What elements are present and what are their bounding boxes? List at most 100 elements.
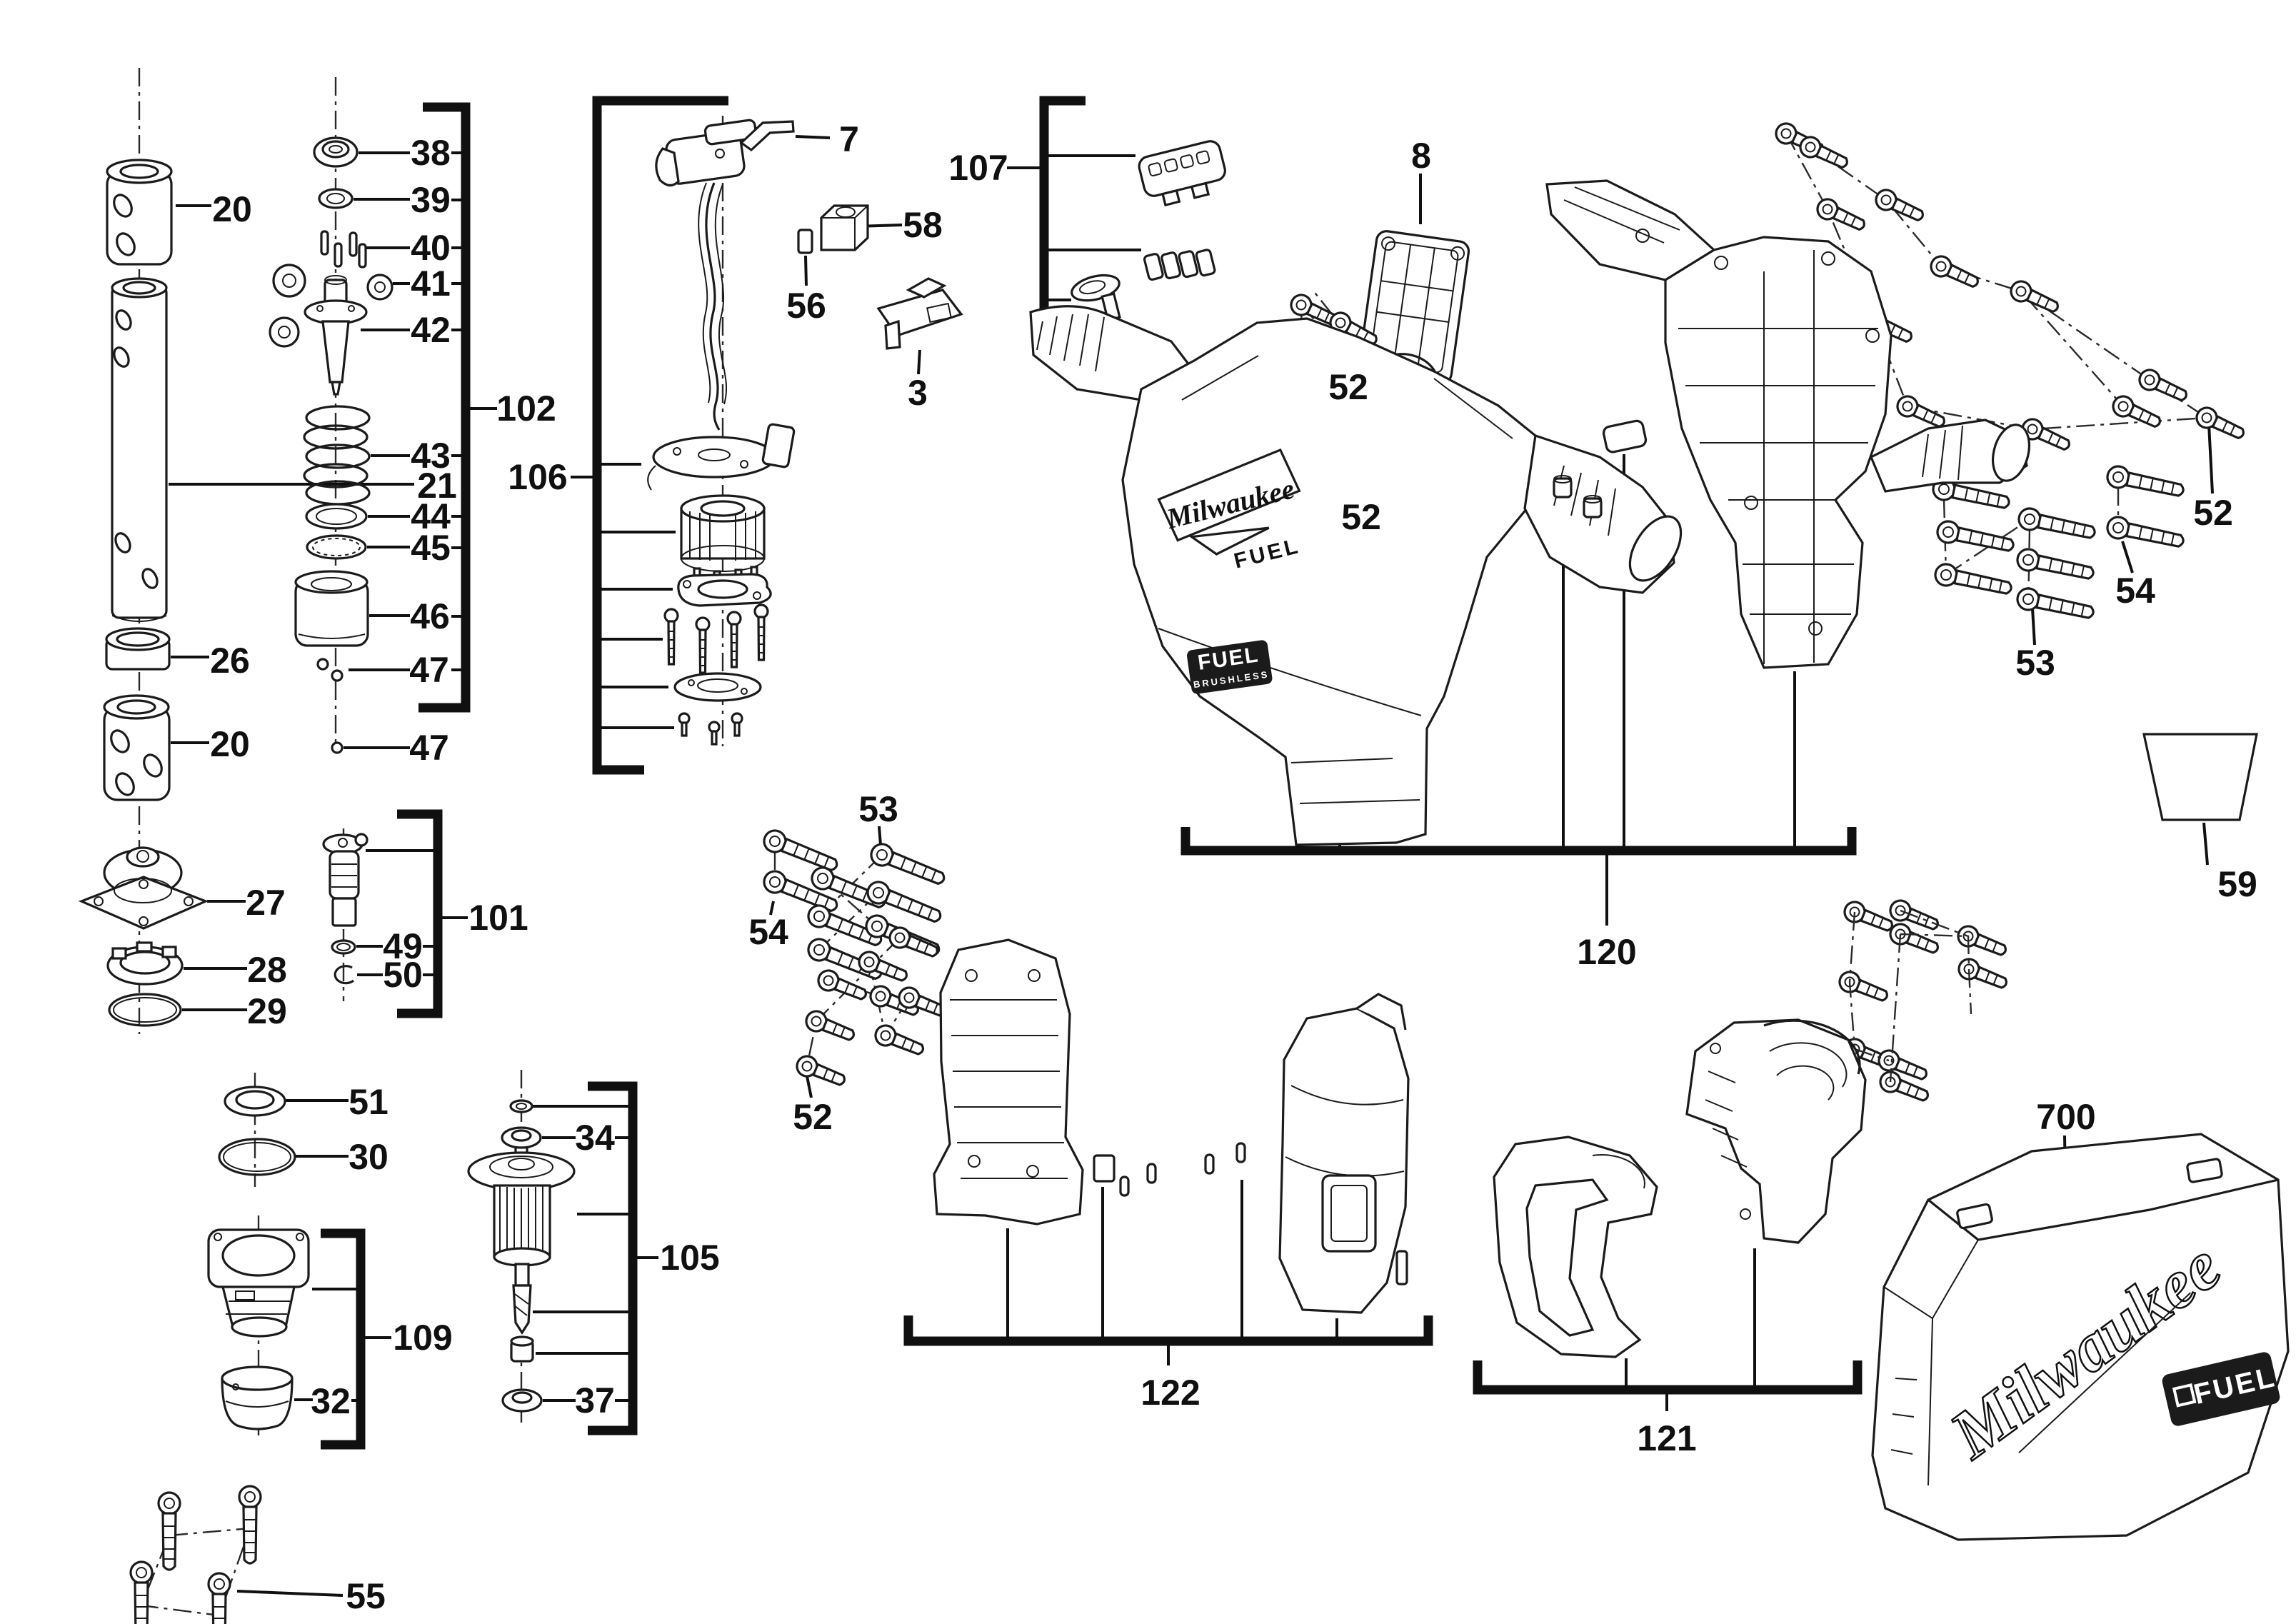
leader-lines [169,135,2214,1597]
part-106-small-screws [678,712,743,746]
part-label-53: 53 [2015,643,2055,683]
part-20-spool-lower [103,694,171,801]
part-label-54: 54 [748,912,788,952]
part-120-housing-inner-half [1545,179,2030,669]
part-59-rubber-boot [2142,733,2258,821]
part-121-clamp-right [1685,1018,1867,1244]
part-122-seal-block [1093,1154,1116,1183]
part-49-o-ring [331,939,356,955]
part-label-55: 55 [346,1576,386,1616]
part-122-battery-cover-right [1278,993,1410,1314]
part-label-49: 49 [383,926,423,966]
part-56-pad [797,229,813,254]
part-label-46: 46 [410,596,450,636]
part-28-castle-ring [106,941,184,986]
part-107-button-pad [1138,140,1226,207]
part-44-washer [305,503,368,530]
part-107-button-row [1143,249,1216,281]
part-label-53: 53 [858,789,898,829]
part-39-washer [318,188,354,209]
part-label-106: 106 [508,457,567,497]
part-122-battery-housing-left [933,938,1084,1225]
group-bracket-121 [1473,1248,1863,1411]
part-label-39: 39 [411,180,451,220]
part-label-44: 44 [411,496,451,536]
part-30-o-ring [218,1138,296,1176]
part-106-trigger-assembly [655,119,758,187]
part-21-cylinder-tube [111,277,168,622]
part-700-carrying-case: Milwaukee FUEL [1871,1133,2290,1541]
part-label-102: 102 [496,389,556,428]
part-38-bearing [313,136,359,168]
part-label-101: 101 [468,898,528,938]
part-47-ball-single [331,741,344,754]
part-label-54: 54 [2115,571,2155,611]
part-32-nose-cup [221,1365,294,1430]
part-label-109: 109 [393,1318,452,1358]
part-number-labels: 2021262027282951301093255383940414210243… [210,119,2257,1616]
part-106-end-plate [673,672,762,702]
part-107-indicator [1071,274,1121,322]
part-29-o-ring [108,993,182,1027]
part-label-8: 8 [1411,136,1431,176]
part-58-solenoid-block [820,204,869,251]
part-label-3: 3 [908,373,928,413]
part-54-screw-pair-right [2104,463,2187,553]
part-105-spacer [510,1335,534,1363]
part-label-58: 58 [903,205,943,245]
part-label-52: 52 [2193,493,2233,533]
part-label-42: 42 [411,310,451,350]
part-26-bushing-ring [105,627,171,671]
part-40-pins [320,230,367,269]
part-3-switch [876,277,963,350]
part-label-56: 56 [786,286,826,326]
group-bracket-122 [903,1180,1433,1365]
part-label-40: 40 [411,228,451,268]
part-50-retaining-ring [334,965,355,985]
part-42-spindle-carrier [304,275,368,396]
part-106-wire-harness [698,182,728,431]
part-120-small-plugs [1553,419,1648,518]
part-label-41: 41 [411,264,451,304]
group-bracket-106 [571,96,728,775]
part-41-planet-gears [269,264,393,348]
part-label-51: 51 [349,1082,388,1122]
part-46-cup [294,570,369,647]
part-label-27: 27 [246,883,286,923]
part-label-59: 59 [2217,864,2257,904]
part-label-52: 52 [793,1097,833,1137]
case-fuel-badge: FUEL [2162,1352,2280,1426]
part-43-spring [303,405,371,506]
part-label-20: 20 [210,724,250,764]
group-bracket-105 [533,1081,658,1435]
part-label-28: 28 [247,950,287,990]
group-bracket-102 [418,102,497,713]
part-label-45: 45 [411,528,451,568]
part-label-32: 32 [311,1381,351,1421]
part-47-balls-pair [316,658,344,682]
group-bracket-109 [312,1228,391,1450]
part-53-screw-group-right [1930,475,2098,625]
part-34-bearing [501,1126,542,1149]
part-label-50: 50 [383,955,423,995]
part-label-7: 7 [839,119,859,159]
part-label-30: 30 [349,1137,388,1177]
part-label-37: 37 [575,1380,615,1420]
part-label-47: 47 [409,650,449,690]
part-label-120: 120 [1577,932,1636,972]
part-109-front-housing [207,1228,310,1338]
part-label-47: 47 [409,728,449,768]
part-label-21: 21 [417,466,457,506]
part-122-pins [1119,1142,1246,1197]
part-45-ball-cage [306,534,367,560]
part-label-38: 38 [411,133,451,173]
part-37-bearing [501,1388,543,1413]
part-label-105: 105 [660,1238,719,1278]
group-bracket-101 [366,809,468,1018]
part-label-20: 20 [212,189,252,229]
part-106-motor-screws [663,603,769,674]
part-106-bearing-plate [677,573,772,607]
fuel-badge-icon [2172,1383,2197,1408]
part-label-121: 121 [1637,1418,1696,1458]
